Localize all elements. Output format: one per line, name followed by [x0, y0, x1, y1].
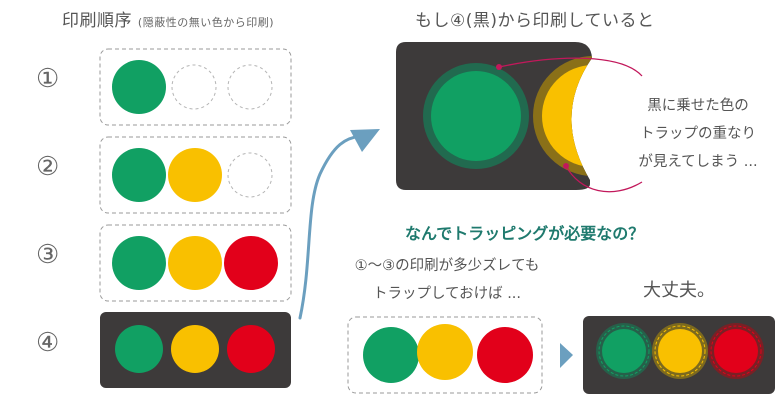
- step-2-yellow-lamp: [168, 148, 222, 202]
- trapped-result: [583, 316, 775, 394]
- callout-line-3: が見えてしまう ...: [638, 154, 758, 170]
- misregistered-green-lamp: [363, 327, 419, 383]
- zoomed-yellow-lamp: [542, 65, 592, 167]
- print-order-title-text: 印刷順序: [62, 11, 132, 31]
- callout-leader-bottom: [565, 165, 643, 193]
- result-yellow-dash: [654, 325, 706, 377]
- curved-arrow: [298, 129, 380, 320]
- result-yellow-lamp: [658, 329, 702, 373]
- step-1-empty-red: [227, 64, 273, 110]
- step-2-green-lamp: [112, 148, 166, 202]
- zoomed-green-lamp: [431, 71, 521, 161]
- arrow-shaft: [298, 134, 362, 320]
- step-4-yellow-lamp: [171, 325, 219, 373]
- step-1-empty-yellow: [171, 64, 217, 110]
- callout-point-top: [496, 64, 502, 70]
- overlap-callout: 黒に乗せた色の トラップの重なり が見えてしまう ...: [612, 92, 784, 176]
- step-4-panel: [100, 312, 291, 388]
- step-2-panel: [99, 136, 292, 214]
- result-arrow: [560, 343, 573, 368]
- step-2-frame: [99, 136, 292, 214]
- step-1-panel: [99, 48, 292, 126]
- callout-point-bottom: [563, 163, 569, 169]
- explanation-line-1: ①〜③の印刷が多少ズレても: [354, 258, 540, 274]
- arrow-head: [350, 129, 380, 152]
- step-3-red-lamp: [224, 236, 278, 290]
- zoomed-problem-view: [396, 42, 643, 193]
- step-4-green-lamp: [115, 325, 163, 373]
- step-3-panel: [99, 224, 292, 302]
- print-order-subtitle: (隠蔽性の無い色から印刷): [137, 16, 274, 29]
- misregistered-frame: [347, 316, 543, 394]
- question-heading: なんでトラッピングが必要なの？: [405, 224, 645, 243]
- result-red-dash: [710, 325, 762, 377]
- problem-title: もし④(黒)から印刷していると: [415, 11, 655, 31]
- step-1-green-lamp: [112, 60, 166, 114]
- step-1-frame: [99, 48, 292, 126]
- misregistered-example: [347, 316, 543, 394]
- print-order-title: 印刷順序 (隠蔽性の無い色から印刷): [62, 6, 274, 31]
- explanation-line-2: トラップしておけば ...: [372, 286, 522, 302]
- step-2-empty-red: [227, 152, 273, 198]
- callout-line-2: トラップの重なり: [640, 126, 756, 142]
- step-number-4: ④: [36, 328, 60, 358]
- step-number-1: ①: [36, 64, 60, 94]
- callout-line-1: 黒に乗せた色の: [647, 98, 749, 114]
- step-3-yellow-lamp: [168, 236, 222, 290]
- misregistered-yellow-lamp: [417, 324, 473, 380]
- explanation-text: ①〜③の印刷が多少ズレても トラップしておけば ...: [322, 252, 572, 308]
- step-3-frame: [99, 224, 292, 302]
- result-green-lamp: [602, 329, 646, 373]
- misregistered-red-lamp: [477, 327, 533, 383]
- result-text: 大丈夫。: [643, 280, 715, 301]
- result-red-lamp: [714, 329, 758, 373]
- step-4-red-lamp: [227, 325, 275, 373]
- step-3-green-lamp: [112, 236, 166, 290]
- step-number-2: ②: [36, 152, 60, 182]
- step-number-3: ③: [36, 240, 60, 270]
- result-green-dash: [598, 325, 650, 377]
- callout-leader-top: [498, 57, 643, 77]
